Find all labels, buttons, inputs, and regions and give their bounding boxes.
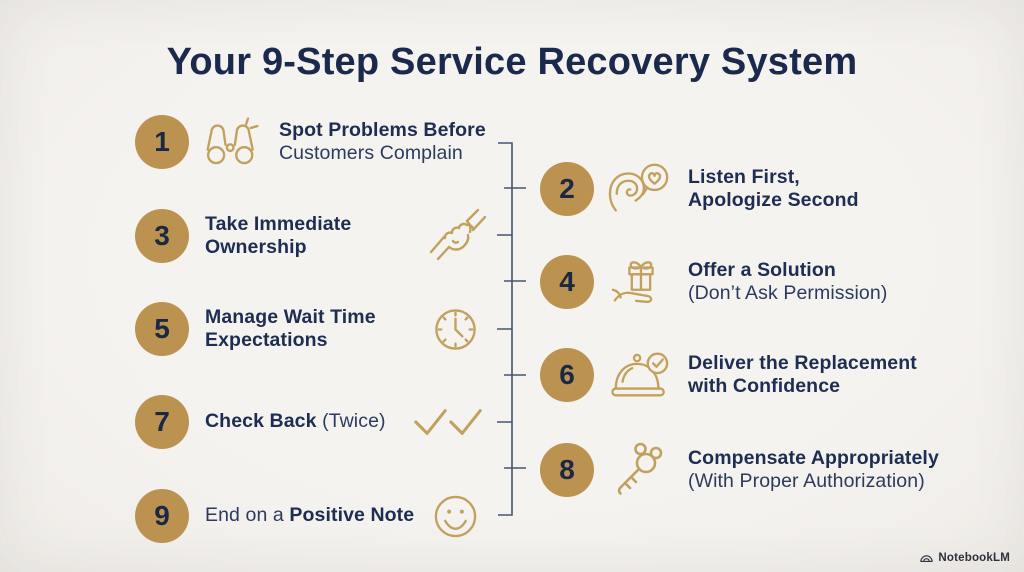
step-item-3: 3 Take Immediate Ownership [135, 209, 351, 263]
step-label: Compensate Appropriately (With Proper Au… [688, 447, 939, 494]
watermark: NotebookLM [919, 552, 1010, 564]
handshake-clasp-icon [429, 207, 487, 268]
step-item-6: 6 Deliver the Replacement with Confidenc… [540, 348, 917, 402]
step-label-line: Apologize Second [688, 189, 859, 211]
step-item-2: 2 Listen First, Apologize Second [540, 161, 859, 217]
step-number: 1 [154, 126, 170, 157]
step-number-badge: 6 [540, 348, 594, 402]
step-label-line: Positive Note [289, 504, 415, 527]
step-label-line: with Confidence [688, 375, 841, 397]
step-label-line: Check Back [205, 410, 317, 433]
step-label-line: (With Proper Authorization) [688, 470, 925, 492]
step-label-line: Manage Wait Time [205, 305, 376, 328]
step-item-4: 4 Offer a Solution (Don’t Ask Permission… [540, 254, 887, 310]
double-checkmark-icon [412, 404, 484, 445]
step-label-line: Ownership [205, 236, 307, 258]
step-number: 4 [559, 266, 575, 297]
step-number-badge: 9 [135, 489, 189, 543]
step-number: 2 [559, 173, 575, 204]
step-label: Take Immediate Ownership [205, 213, 351, 260]
step-label: Offer a Solution (Don’t Ask Permission) [688, 259, 887, 306]
cloche-check-icon [594, 349, 686, 401]
step-number: 8 [559, 454, 575, 485]
key-icon [594, 441, 686, 499]
step-label-line: Customers Complain [279, 142, 463, 164]
step-label: Manage Wait Time Expectations [205, 306, 376, 353]
step-label-line: End on a [205, 504, 290, 527]
step-label: Spot Problems Before Customers Complain [279, 119, 486, 166]
step-number: 3 [154, 220, 170, 251]
step-label-line: Compensate Appropriately [688, 446, 939, 469]
step-item-8: 8 Compensate Appropriately (With Proper … [540, 441, 939, 499]
step-number-badge: 2 [540, 162, 594, 216]
step-item-5: 5 Manage Wait Time Expectations [135, 302, 376, 356]
step-label: End on a Positive Note [205, 504, 414, 528]
notebooklm-logo-icon [920, 555, 934, 562]
step-number-badge: 3 [135, 209, 189, 263]
step-number-badge: 8 [540, 443, 594, 497]
step-number: 9 [154, 500, 170, 531]
binoculars-icon [189, 115, 277, 169]
gift-in-hand-icon [594, 254, 686, 310]
step-label-line: Expectations [205, 329, 328, 351]
step-number-badge: 7 [135, 395, 189, 449]
ear-listening-icon [594, 161, 686, 217]
step-label-line: Deliver the Replacement [688, 351, 917, 374]
step-number: 6 [559, 359, 575, 390]
step-item-9: 9 End on a Positive Note [135, 489, 414, 543]
step-label-line: Listen First, [688, 165, 800, 188]
step-number-badge: 4 [540, 255, 594, 309]
step-label-line: (Don’t Ask Permission) [688, 282, 888, 304]
step-number-badge: 5 [135, 302, 189, 356]
step-label: Check Back (Twice) [205, 410, 386, 434]
step-label-line: Offer a Solution [688, 258, 836, 281]
step-item-1: 1 Spot Problems Before Customers Complai… [135, 115, 486, 169]
step-number: 7 [154, 406, 170, 437]
step-number: 5 [154, 313, 170, 344]
clock-icon [432, 306, 479, 358]
watermark-label: NotebookLM [938, 552, 1010, 564]
step-label-line: Take Immediate [205, 212, 352, 235]
page-title: Your 9-Step Service Recovery System [166, 41, 858, 83]
step-label-line: (Twice) [316, 410, 386, 433]
step-item-7: 7 Check Back (Twice) [135, 395, 386, 449]
step-label-line: Spot Problems Before [279, 118, 486, 141]
step-number-badge: 1 [135, 115, 189, 169]
smiley-icon [432, 493, 479, 545]
step-label: Listen First, Apologize Second [688, 166, 859, 213]
step-label: Deliver the Replacement with Confidence [688, 352, 917, 399]
